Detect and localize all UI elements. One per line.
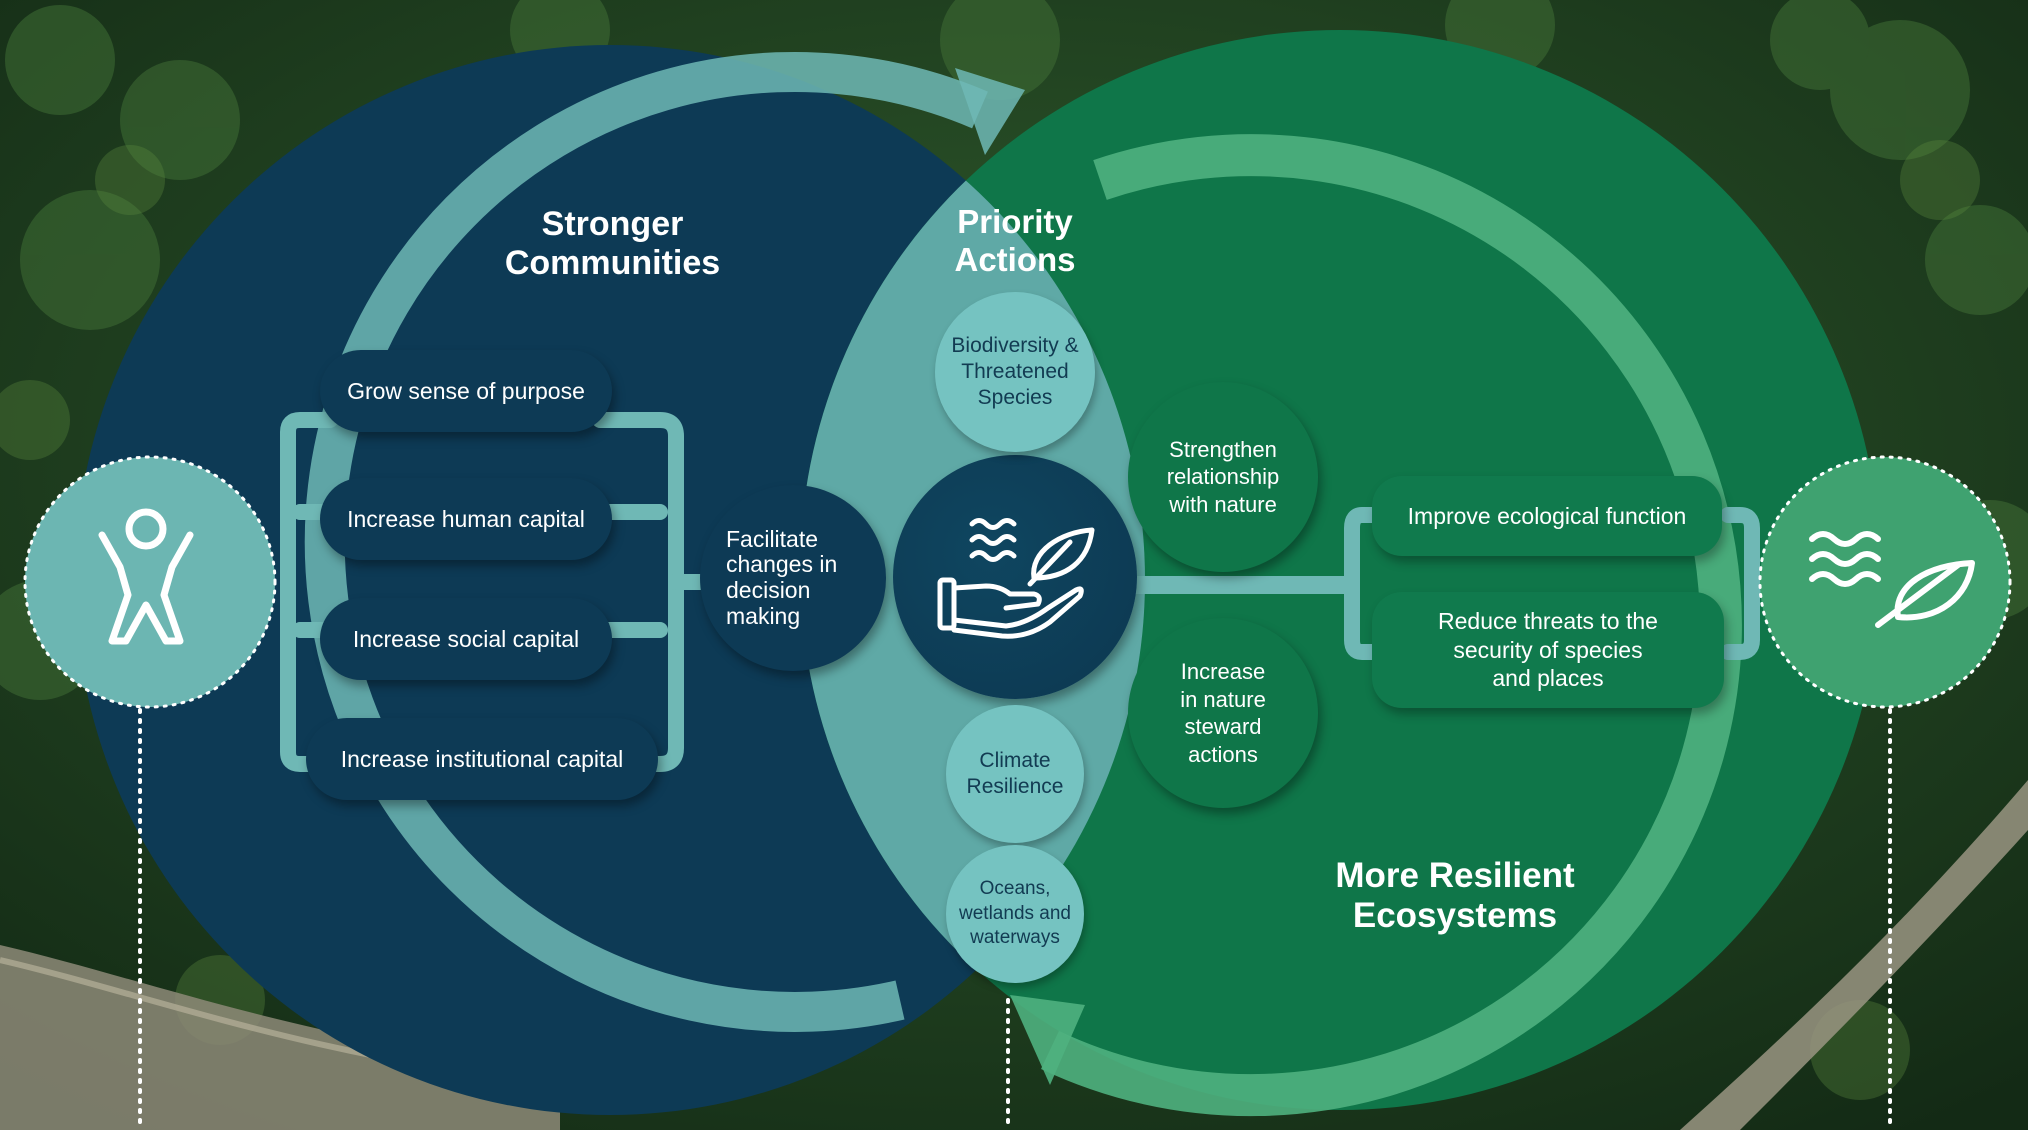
climate-line: Climate — [979, 748, 1051, 772]
reduce-line: and places — [1492, 665, 1604, 692]
title-line: More Resilient — [1335, 856, 1575, 895]
title-line: Communities — [504, 244, 721, 283]
climate-resilience-circle: Climate Resilience — [946, 705, 1084, 843]
biodiversity-line: Species — [977, 386, 1053, 410]
facilitate-line: decision — [726, 577, 811, 603]
left-badge — [25, 457, 275, 707]
title-line: Ecosystems — [1352, 896, 1558, 936]
steward-line: actions — [1188, 741, 1258, 767]
biodiversity-line: Threatened — [961, 359, 1069, 383]
person-icon — [98, 508, 194, 645]
strengthen-relationship-circle: Strengthen relationship with nature — [1128, 382, 1318, 572]
more-resilient-ecosystems-title: More Resilient Ecosystems — [1300, 856, 1610, 937]
increase-social-capital-pill: Increase social capital — [320, 598, 612, 680]
improve-label: Improve ecological function — [1407, 502, 1687, 529]
title-line: Stronger — [541, 205, 684, 243]
facilitate-line: changes in — [726, 551, 838, 578]
oceans-line: waterways — [970, 927, 1060, 949]
ecosystems-arrow-head — [1010, 995, 1085, 1085]
strengthen-line: with nature — [1169, 491, 1277, 517]
priority-actions-title: Priority Actions — [905, 203, 1125, 279]
reduce-line: security of species — [1453, 636, 1643, 663]
water-leaf-icon — [1809, 531, 1975, 628]
steward-line: in nature — [1180, 686, 1266, 712]
center-hub-circle — [893, 455, 1137, 699]
oceans-line: wetlands and — [959, 902, 1071, 924]
stronger-communities-title: Stronger Communities — [470, 205, 755, 283]
title-line: Priority — [957, 203, 1073, 240]
strengthen-line: Strengthen — [1169, 436, 1277, 462]
biodiversity-circle: Biodiversity & Threatened Species — [935, 292, 1095, 452]
communities-arrow-head — [955, 68, 1025, 155]
title-line: Actions — [954, 240, 1076, 278]
steward-line: steward — [1184, 714, 1262, 739]
facilitate-line: Facilitate — [726, 525, 819, 552]
increase-human-capital-pill: Increase human capital — [320, 478, 612, 560]
facilitate-decision-making-circle: Facilitate changes in decision making — [700, 485, 886, 671]
reduce-threats-pill: Reduce threats to the security of specie… — [1372, 592, 1724, 708]
reduce-line: Reduce threats to the — [1438, 607, 1658, 634]
right-badge — [1760, 457, 2010, 707]
steward-line: Increase — [1180, 659, 1266, 684]
increase-steward-actions-circle: Increase in nature steward actions — [1128, 618, 1318, 808]
facilitate-line: making — [726, 602, 801, 629]
hand-water-leaf-icon — [937, 518, 1095, 639]
oceans-wetlands-circle: Oceans, wetlands and waterways — [946, 845, 1084, 983]
grow-sense-of-purpose-pill: Grow sense of purpose — [320, 350, 612, 432]
biodiversity-line: Biodiversity & — [951, 333, 1079, 357]
oceans-line: Oceans, — [979, 877, 1051, 899]
increase-institutional-capital-pill: Increase institutional capital — [306, 718, 658, 800]
strengthen-line: relationship — [1166, 464, 1280, 490]
climate-line: Resilience — [966, 775, 1064, 798]
improve-ecological-function-pill: Improve ecological function — [1372, 476, 1722, 556]
